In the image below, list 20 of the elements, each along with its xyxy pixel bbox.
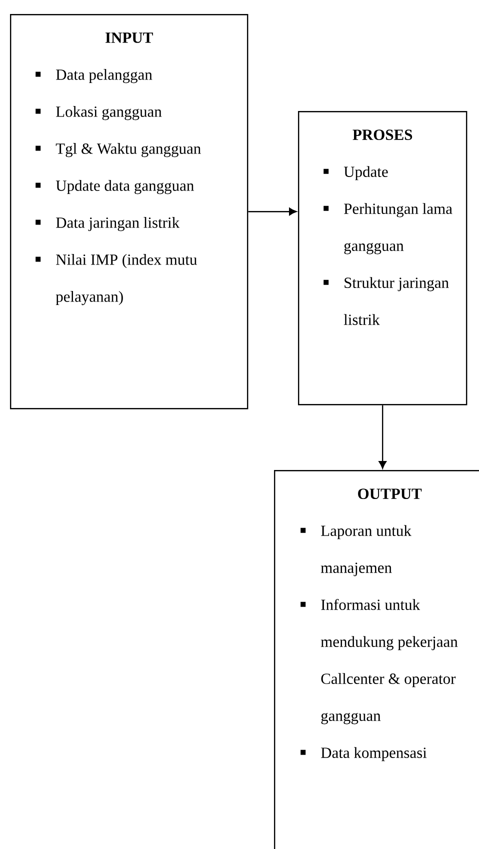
list-item: Nilai IMP (index mutu pelayanan) (36, 254, 197, 306)
list-item: Update (324, 166, 388, 180)
list-item: Update data gangguan (36, 180, 194, 194)
list-item: Informasi untuk mendukung pekerjaan Callcenter & operator gangguan (300, 598, 458, 724)
list-item: Laporan untuk manajemen (300, 525, 412, 576)
list-item: Perhitungan lama gangguan (324, 203, 452, 254)
list-item: Struktur jaringan listrik (324, 277, 449, 326)
list-item: Data pelanggan (36, 69, 152, 84)
list-box (298, 111, 468, 406)
list-box (10, 14, 248, 410)
list-item: Lokasi gangguan (36, 106, 162, 120)
arrow (378, 405, 386, 469)
list-box (274, 470, 479, 849)
list-item: Data kompensasi (300, 747, 427, 762)
list-item: Tgl & Waktu gangguan (36, 143, 201, 158)
box-heading: PROSES (352, 130, 412, 140)
arrow (248, 208, 297, 216)
box-heading: OUTPUT (358, 488, 422, 500)
box-heading: INPUT (106, 32, 153, 43)
list-item: Data jaringan listrik (36, 217, 180, 232)
